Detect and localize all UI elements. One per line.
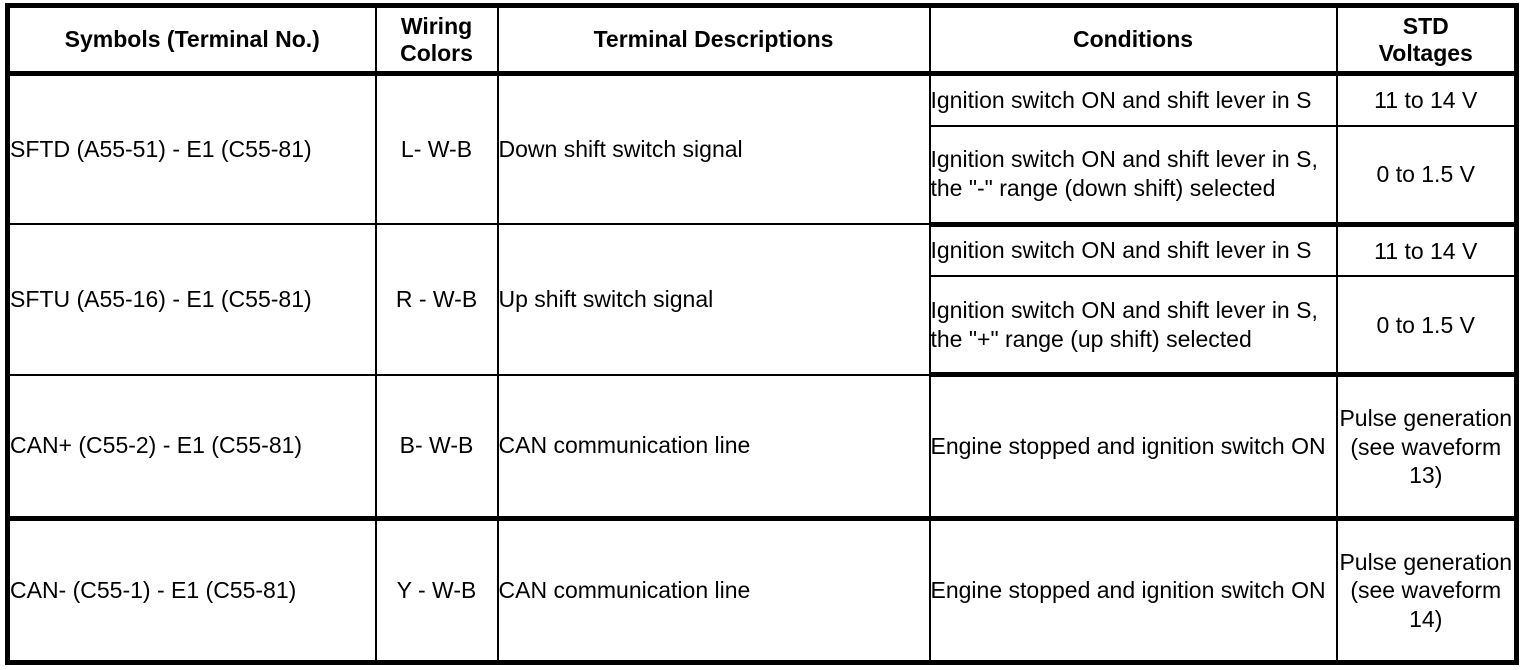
cell-symbol: CAN- (C55-1) - E1 (C55-81) <box>6 517 377 664</box>
column-header-terminal-descriptions-label: Terminal Descriptions <box>593 26 834 53</box>
cell-condition: Ignition switch ON and shift lever in S <box>928 223 1338 278</box>
cell-wiring-color: Y - W-B <box>374 517 499 664</box>
cell-terminal-description: CAN communication line <box>496 373 931 522</box>
column-header-std-voltages: STD Voltages <box>1335 4 1518 76</box>
cell-wiring-color: B- W-B <box>374 373 499 522</box>
column-header-std-voltages-line1: STD <box>1402 13 1449 40</box>
cell-std-voltage: Pulse generation (see waveform 13) <box>1335 373 1518 522</box>
cell-std-voltage: 11 to 14 V <box>1335 223 1518 278</box>
cell-std-voltage: 11 to 14 V <box>1335 72 1518 127</box>
table-header-row: Symbols (Terminal No.) Wiring Colors Ter… <box>6 4 1518 76</box>
table-row: CAN- (C55-1) - E1 (C55-81) Y - W-B CAN c… <box>6 517 1518 664</box>
column-header-conditions-label: Conditions <box>1072 26 1194 53</box>
column-header-std-voltages-line2: Voltages <box>1378 39 1473 66</box>
cell-terminal-description: CAN communication line <box>496 517 931 664</box>
column-header-wiring-colors-line2: Colors <box>400 39 473 66</box>
table-row: SFTU (A55-16) - E1 (C55-81) R - W-B Up s… <box>6 223 1518 376</box>
cell-condition: Ignition switch ON and shift lever in S,… <box>928 124 1338 227</box>
table-row: Ignition switch ON and shift lever in S,… <box>8 275 1518 378</box>
terminal-specification-table: Symbols (Terminal No.) Wiring Colors Ter… <box>5 3 1519 665</box>
column-header-conditions: Conditions <box>928 4 1338 76</box>
table-row: CAN+ (C55-2) - E1 (C55-81) B- W-B CAN co… <box>6 373 1518 522</box>
table-row: Ignition switch ON and shift lever in S,… <box>8 124 1518 227</box>
cell-symbol: CAN+ (C55-2) - E1 (C55-81) <box>6 373 377 522</box>
table-body: SFTD (A55-51) - E1 (C55-81) L- W-B Down … <box>6 72 1518 664</box>
cell-symbol: SFTD (A55-51) - E1 (C55-81) <box>6 72 377 226</box>
cell-condition: Engine stopped and ignition switch ON <box>928 373 1338 522</box>
column-header-wiring-colors-line1: Wiring <box>400 13 473 40</box>
cell-std-voltage: 0 to 1.5 V <box>1335 124 1518 227</box>
cell-condition: Engine stopped and ignition switch ON <box>928 517 1338 664</box>
cell-std-voltage: Pulse generation (see waveform 14) <box>1335 517 1518 664</box>
column-header-symbols: Symbols (Terminal No.) <box>6 4 377 76</box>
table-row: SFTD (A55-51) - E1 (C55-81) L- W-B Down … <box>6 72 1518 226</box>
cell-terminal-description: Down shift switch signal <box>496 72 931 226</box>
cell-condition: Ignition switch ON and shift lever in S,… <box>928 275 1338 378</box>
cell-symbol: SFTU (A55-16) - E1 (C55-81) <box>6 223 377 376</box>
cell-wiring-color: R - W-B <box>374 223 499 376</box>
column-header-wiring-colors: Wiring Colors <box>374 4 499 76</box>
cell-terminal-description: Up shift switch signal <box>496 223 931 376</box>
cell-wiring-color: L- W-B <box>374 72 499 226</box>
column-header-symbols-label: Symbols (Terminal No.) <box>64 26 320 53</box>
column-header-terminal-descriptions: Terminal Descriptions <box>496 4 931 76</box>
cell-condition: Ignition switch ON and shift lever in S <box>928 72 1338 127</box>
cell-std-voltage: 0 to 1.5 V <box>1335 275 1518 378</box>
